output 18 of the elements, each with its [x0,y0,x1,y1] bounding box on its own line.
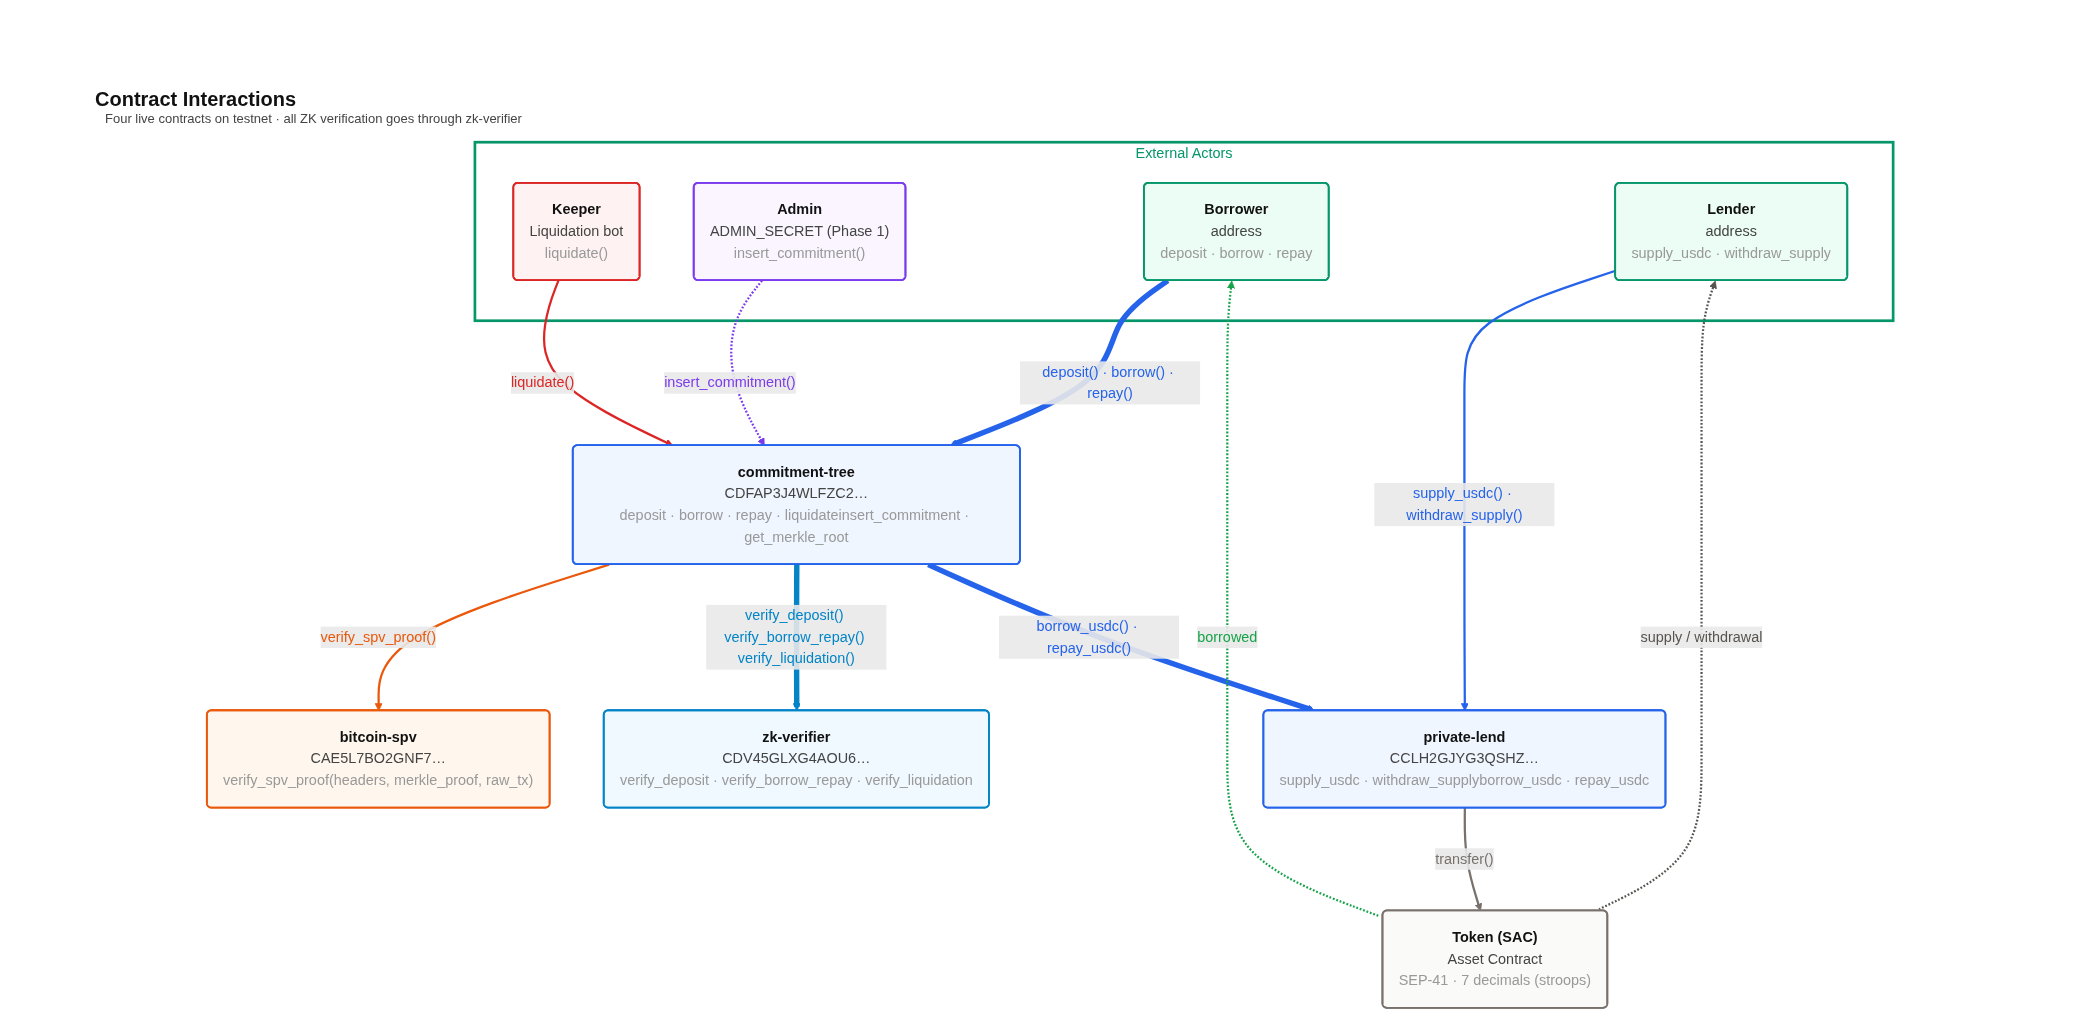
edge-label: insert_commitment() [664,374,796,391]
edge-label: verify_spv_proof() [320,629,436,645]
edge-label: borrowed [1197,629,1258,645]
arrow [1598,280,1717,911]
edge-label: supply_usdc() · withdraw_supply() [1406,485,1523,523]
edge-label: borrow_usdc() · repay_usdc() [1036,618,1138,656]
arrow [374,563,610,712]
diagram-caption: Four live contracts on testnet · all ZK verification goes through zk-verifier [105,111,522,126]
diagram-title: Contract Interactions [95,88,298,111]
arrow [1226,280,1380,918]
arrow [730,279,765,446]
edge-label: verify_deposit() verify_borrow_repay() verify_liquidation() [724,607,865,667]
edge-label: deposit() · borrow() · repay() [1042,364,1174,401]
arrow [542,280,674,447]
edge-label: transfer() [1435,850,1494,867]
edge-label: supply / withdrawal [1640,629,1763,645]
arrow [1460,269,1616,712]
edge-label: liquidate() [510,374,575,391]
